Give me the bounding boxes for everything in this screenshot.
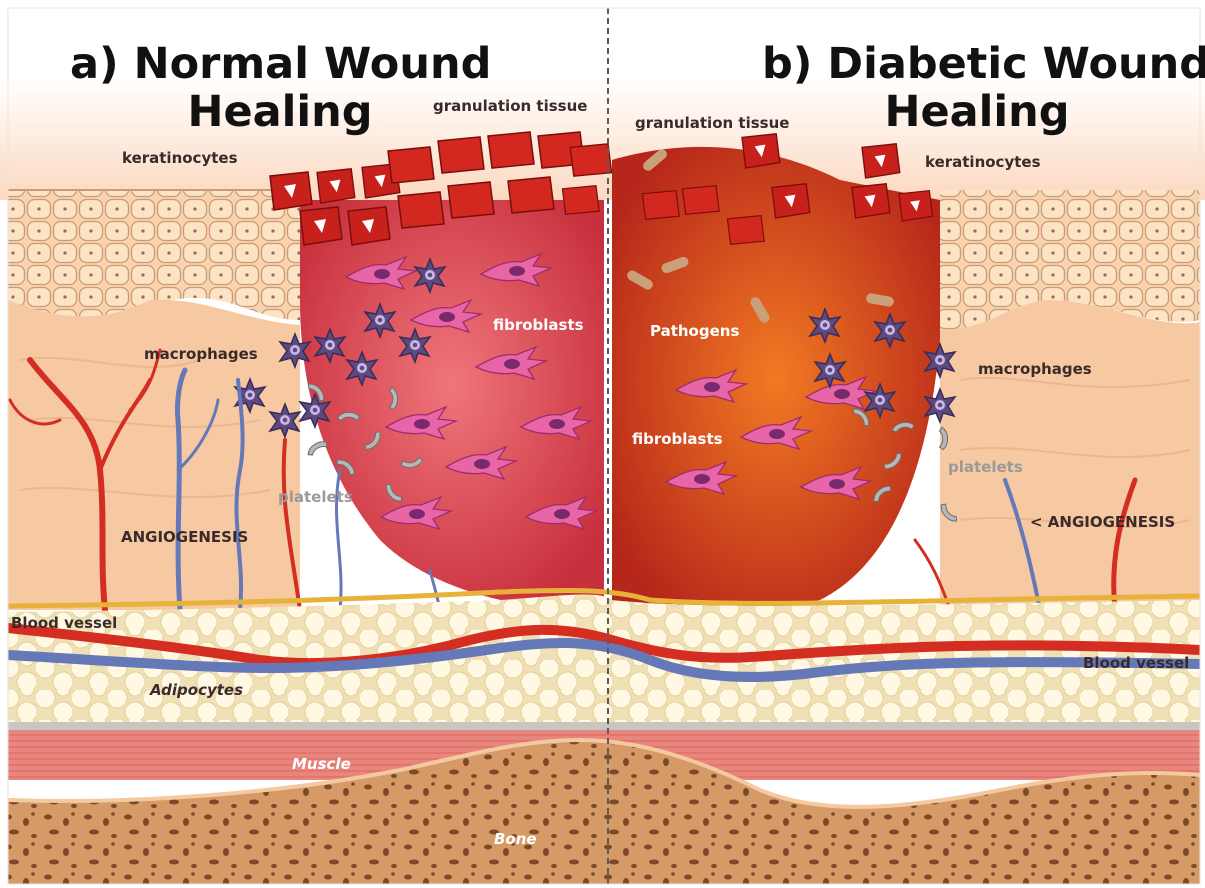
label-macrophages-a: macrophages: [144, 347, 258, 362]
label-platelets-a: platelets: [278, 490, 353, 505]
label-macrophages-b: macrophages: [978, 362, 1092, 377]
label-keratinocytes-b: keratinocytes: [925, 155, 1041, 170]
label-muscle: Muscle: [292, 757, 351, 772]
label-keratinocytes-a: keratinocytes: [122, 151, 238, 166]
label-granulation-a: granulation tissue: [433, 99, 587, 114]
label-adipocytes: Adipocytes: [150, 683, 243, 698]
label-granulation-b: granulation tissue: [635, 116, 789, 131]
title-b: b) Diabetic Wound Healing: [762, 40, 1192, 136]
label-bone: Bone: [494, 832, 537, 847]
label-platelets-b: platelets: [948, 460, 1023, 475]
label-blood-vessel-b: Blood vessel: [1083, 656, 1189, 671]
title-b-line2: Healing: [762, 88, 1192, 136]
label-pathogens: Pathogens: [650, 324, 739, 339]
label-angiogenesis-b: < ANGIOGENESIS: [1030, 515, 1175, 530]
label-fibroblasts-a: fibroblasts: [493, 318, 584, 333]
label-angiogenesis-a: ANGIOGENESIS: [121, 530, 248, 545]
title-b-line1: b) Diabetic Wound: [762, 40, 1192, 88]
label-blood-vessel-a: Blood vessel: [11, 616, 117, 631]
title-a-line1: a) Normal Wound: [70, 40, 490, 88]
title-a: a) Normal Wound Healing: [70, 40, 490, 136]
title-a-line2: Healing: [70, 88, 490, 136]
label-fibroblasts-b: fibroblasts: [632, 432, 723, 447]
